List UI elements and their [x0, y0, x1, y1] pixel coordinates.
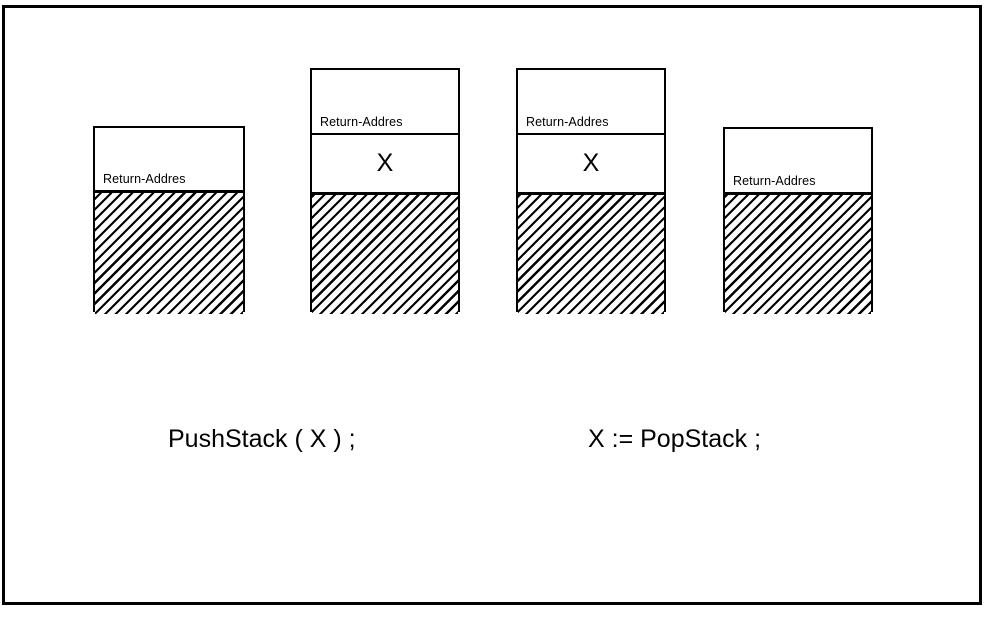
- stack-cell-return-address: Return-Addres: [518, 70, 664, 135]
- stack-cell-return-address: Return-Addres: [725, 129, 871, 194]
- stack-value-label: X: [376, 149, 394, 177]
- stack-cell-value: X: [312, 135, 458, 194]
- push-caption: PushStack ( X ) ;: [168, 425, 356, 453]
- stack-before-push: Return-Addres: [93, 126, 245, 314]
- return-address-label: Return-Addres: [103, 172, 186, 186]
- return-address-label: Return-Addres: [320, 115, 403, 129]
- stack-free-space-hatched: [312, 194, 458, 314]
- stack-free-space-hatched: [95, 192, 243, 314]
- stack-after-pop: Return-Addres: [723, 127, 873, 314]
- stack-cell-value: X: [518, 135, 664, 194]
- return-address-label: Return-Addres: [526, 115, 609, 129]
- stack-cell-return-address: Return-Addres: [312, 70, 458, 135]
- stack-free-space-hatched: [518, 194, 664, 314]
- pop-caption: X := PopStack ;: [588, 425, 762, 453]
- return-address-label: Return-Addres: [733, 174, 816, 188]
- stack-cell-return-address: Return-Addres: [95, 128, 243, 192]
- stack-free-space-hatched: [725, 194, 871, 314]
- stack-value-label: X: [582, 149, 600, 177]
